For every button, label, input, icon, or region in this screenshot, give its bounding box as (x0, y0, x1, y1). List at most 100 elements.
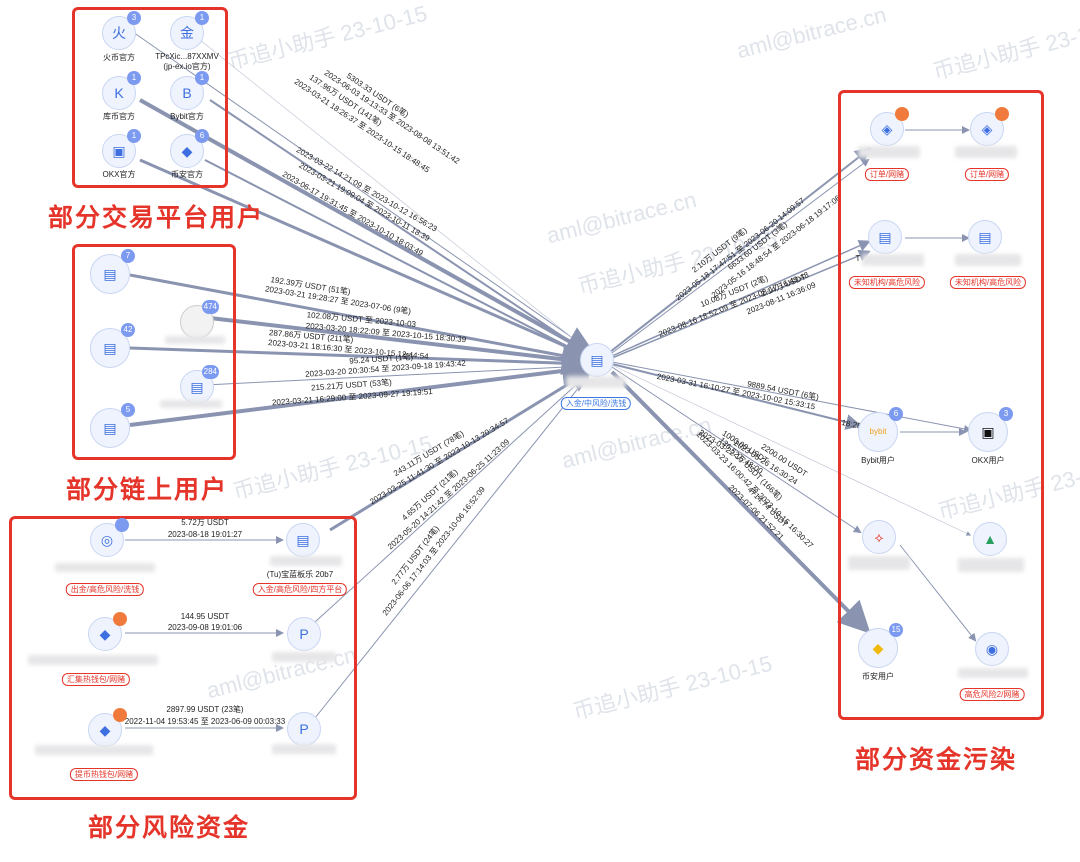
redacted-address (955, 254, 1021, 266)
section-title-onchain: 部分链上用户 (66, 476, 229, 504)
edge-oc1 (129, 273, 592, 369)
exchange-icon: 金 (180, 25, 194, 41)
node-label: 币安官方 (171, 170, 203, 179)
redacted-address (272, 744, 336, 754)
building-icon: ▤ (103, 420, 117, 436)
count-badge: 284 (201, 365, 219, 379)
edge-label: 2023-08-18 19:01:27 (168, 530, 243, 539)
redacted-address (955, 146, 1017, 158)
risk-node[interactable]: P (287, 712, 321, 746)
edge-rk3 (314, 374, 590, 719)
huobi-icon: 火 (112, 25, 126, 41)
building-icon: ▤ (978, 229, 992, 245)
count-badge: 474 (201, 300, 219, 314)
risk-node[interactable]: ▤ (286, 523, 320, 557)
count-badge: 1 (127, 71, 141, 85)
jpex-node[interactable]: 金 1 (170, 11, 209, 50)
pollution-tag: 订单/网赌 (964, 168, 1010, 181)
pollution-node[interactable]: ▤ (868, 220, 902, 254)
count-badge (995, 107, 1009, 121)
node-label: (Tu)宝蓝板乐 20b7 (266, 570, 334, 579)
binance-icon: ◆ (181, 143, 193, 159)
edge-label: 5.72万 USDT (181, 518, 229, 527)
bybit-icon: bybit (869, 427, 887, 436)
edge-po-inner4 (899, 544, 977, 642)
risk-node[interactable]: ◆ (88, 708, 127, 747)
payment-icon: P (299, 721, 309, 737)
edge-po7 (610, 370, 871, 634)
onchain-node[interactable]: ▤ 7 (90, 249, 135, 294)
redacted-address (958, 558, 1024, 572)
edge-jpex (199, 39, 591, 353)
wallet-icon: ◆ (99, 626, 111, 642)
edge-po1 (609, 147, 872, 353)
count-badge: 6 (195, 129, 209, 143)
building-icon: ▤ (103, 340, 117, 356)
binance-node[interactable]: ◆ 6 (170, 129, 209, 168)
redacted-address (55, 563, 155, 572)
redacted-address (160, 400, 222, 408)
onchain-node[interactable]: ▤ 42 (90, 323, 135, 368)
redacted-address (28, 655, 158, 665)
node-label: Bybit官方 (170, 112, 204, 121)
okx-user-node[interactable]: ▣ 3 (968, 407, 1013, 452)
edge-rk2 (314, 372, 590, 623)
count-badge (115, 518, 129, 532)
pollution-node[interactable]: ◈ (870, 107, 909, 146)
kucoin-icon: K (114, 85, 124, 101)
building-icon: ▤ (190, 379, 204, 395)
edge-oc5 (129, 355, 594, 427)
wallet-icon: ◆ (99, 722, 111, 738)
onchain-node[interactable]: 474 (180, 300, 219, 339)
center-address-node[interactable]: ▤ (580, 343, 614, 377)
building-icon: ▤ (878, 229, 892, 245)
count-badge: 1 (195, 11, 209, 25)
risk-tag: 出金/高危风险/洗钱 (65, 583, 145, 596)
swirl-icon: ◎ (100, 532, 114, 548)
redacted-address (858, 146, 920, 158)
pollution-node[interactable]: ⟡ (862, 520, 896, 554)
bybit-node[interactable]: B 1 (170, 71, 209, 110)
building-icon: ▤ (296, 532, 310, 548)
edge-oc4 (204, 362, 588, 386)
edge-rk1 (329, 368, 594, 532)
pollution-tag: 未知机构/高危风险 (848, 276, 926, 289)
edge-okx (139, 158, 596, 361)
redacted-address (958, 668, 1028, 678)
risk-node[interactable]: P (287, 617, 321, 651)
pollution-tag: 未知机构/高危风险 (949, 276, 1027, 289)
center-tag: 入金/中风险/洗钱 (560, 397, 632, 410)
pollution-box (838, 90, 1044, 720)
kucoin-node[interactable]: K 1 (102, 71, 141, 110)
huobi-node[interactable]: 火 3 (102, 11, 141, 50)
count-badge: 6 (889, 407, 903, 421)
bybit-user-node[interactable]: bybit 6 (858, 407, 903, 452)
redacted-address (35, 745, 153, 755)
pollution-node[interactable]: ▲ (973, 522, 1007, 556)
count-badge: 5 (121, 403, 135, 417)
pollution-node[interactable]: ▤ (968, 220, 1002, 254)
node-label: 币安用户 (862, 672, 894, 681)
binance-user-node[interactable]: ◆ 15 (858, 623, 903, 668)
count-badge (113, 612, 127, 626)
pollution-node[interactable]: ◈ (970, 107, 1009, 146)
risk-tag: 入金/高危风险/四方平台 (252, 583, 348, 596)
edge-label: 2022-11-04 19:53:45 至 2023-06-09 00:03:3… (125, 717, 286, 726)
onchain-node[interactable]: ▤ 5 (90, 403, 135, 448)
pollution-node[interactable]: ◉ (975, 632, 1009, 666)
count-badge: 42 (121, 323, 135, 337)
edge-oc3 (129, 346, 592, 376)
node-label: 火币官方 (103, 53, 135, 62)
risk-node[interactable]: ◎ (90, 518, 129, 557)
edge-label: 2897.99 USDT (23笔) (166, 704, 244, 714)
count-badge: 1 (127, 129, 141, 143)
okx-icon: ▣ (112, 143, 126, 159)
section-title-exchanges: 部分交易平台用户 (48, 204, 265, 232)
risk-node[interactable]: ◆ (88, 612, 127, 651)
edge-huobi (129, 29, 592, 352)
count-badge: 7 (121, 249, 135, 263)
edge-label: 144.95 USDT (181, 612, 230, 621)
okx-node[interactable]: ▣ 1 (102, 129, 141, 168)
onchain-node[interactable]: ▤ 284 (180, 365, 219, 404)
